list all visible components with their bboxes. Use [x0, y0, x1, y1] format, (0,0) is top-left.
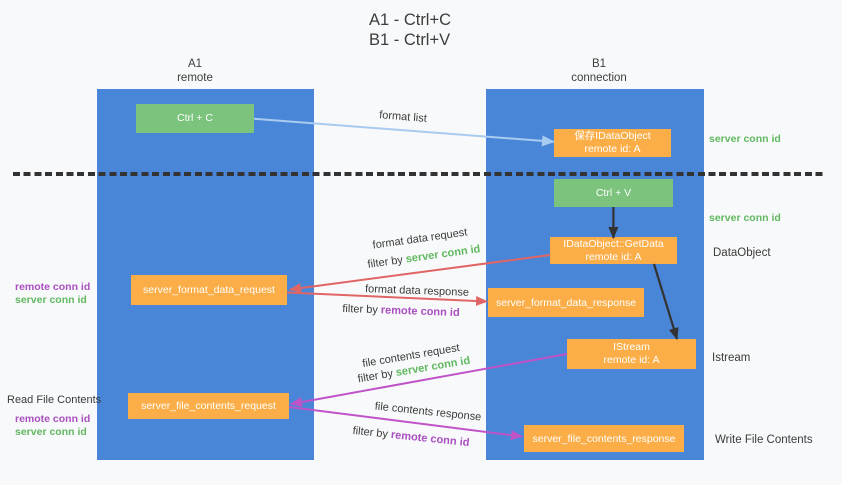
node-server-format-data-request-label: server_format_data_request: [143, 283, 275, 296]
server-conn-id-label: server conn id: [709, 133, 781, 145]
node-save-idataobject-line1: 保存IDataObject: [574, 130, 651, 142]
remote-conn-id-key: remote conn id: [380, 303, 460, 319]
node-server-file-contents-request-label: server_file_contents_request: [141, 400, 276, 412]
title-line-1: A1 - Ctrl+C: [368, 11, 452, 29]
node-server-file-contents-response: server_file_contents_response: [524, 425, 684, 452]
annotation-format-request-ids: remote conn id server conn id: [15, 281, 90, 307]
annotation-istream: Istream: [712, 352, 751, 364]
node-ctrl-c: Ctrl + C: [136, 104, 254, 133]
node-istream-line1: IStream: [613, 341, 650, 353]
node-ctrl-c-label: Ctrl + C: [177, 112, 213, 125]
server-conn-id-label: server conn id: [15, 425, 87, 438]
node-save-idataobject: 保存IDataObject remote id: A: [554, 129, 671, 157]
node-server-format-data-response: server_format_data_response: [488, 288, 644, 317]
node-idataobject-getdata: IDataObject::GetData remote id: A: [550, 237, 677, 264]
remote-conn-id-label: remote conn id: [15, 412, 91, 425]
annotation-write-file-contents: Write File Contents: [715, 433, 813, 446]
lane-b1-name: B1: [591, 58, 607, 70]
node-ctrl-v-label: Ctrl + V: [595, 187, 632, 199]
machine-separator-dotted-line: [13, 171, 824, 177]
edge-label-format-list: format list: [378, 109, 428, 125]
node-idataobject-getdata-line2: remote id: A: [585, 250, 642, 263]
diagram-title: A1 - Ctrl+C B1 - Ctrl+V: [369, 10, 451, 50]
annotation-file-request-ids: remote conn id server conn id: [15, 413, 90, 439]
filter-by-text: filter by: [366, 253, 407, 271]
server-conn-id-key: server conn id: [404, 243, 482, 266]
annotation-server-conn-id-top: server conn id: [709, 133, 781, 146]
title-line-2: B1 - Ctrl+V: [368, 31, 451, 49]
node-server-format-data-request: server_format_data_request: [131, 274, 287, 305]
node-ctrl-v: Ctrl + V: [554, 179, 673, 207]
node-save-idataobject-line2: remote id: A: [584, 143, 641, 155]
edge-label-file-response-filter: filter by remote conn id: [352, 425, 470, 449]
edge-label-file-contents-response: file contents response: [374, 400, 482, 424]
edge-label-format-response-filter: filter by remote conn id: [342, 302, 460, 318]
node-server-file-contents-request: server_file_contents_request: [128, 393, 289, 419]
lane-header-b1: B1 connection: [571, 58, 627, 85]
lane-a1-name: A1: [187, 58, 203, 70]
node-istream: IStream remote id: A: [567, 339, 696, 369]
annotation-dataobject: DataObject: [713, 246, 771, 259]
filter-by-text: filter by: [352, 424, 392, 441]
annotation-server-conn-id-mid: server conn id: [709, 212, 781, 225]
lane-b1-subtitle: connection: [571, 71, 627, 84]
lane-header-a1: A1 remote: [177, 58, 213, 85]
annotation-read-file-contents: Read File Contents: [7, 394, 102, 406]
server-conn-id-label: server conn id: [709, 212, 781, 224]
remote-conn-id-key: remote conn id: [390, 428, 470, 450]
remote-conn-id-label: remote conn id: [15, 281, 91, 293]
lane-a1-subtitle: remote: [177, 71, 213, 84]
node-idataobject-getdata-line1: IDataObject::GetData: [563, 237, 664, 250]
server-conn-id-label: server conn id: [15, 294, 87, 306]
edge-label-format-data-response: format data response: [364, 282, 470, 299]
node-server-file-contents-response-label: server_file_contents_response: [532, 432, 676, 445]
node-server-format-data-response-label: server_format_data_response: [495, 296, 637, 309]
filter-by-text: filter by: [342, 302, 382, 316]
node-istream-line2: remote id: A: [603, 354, 660, 366]
